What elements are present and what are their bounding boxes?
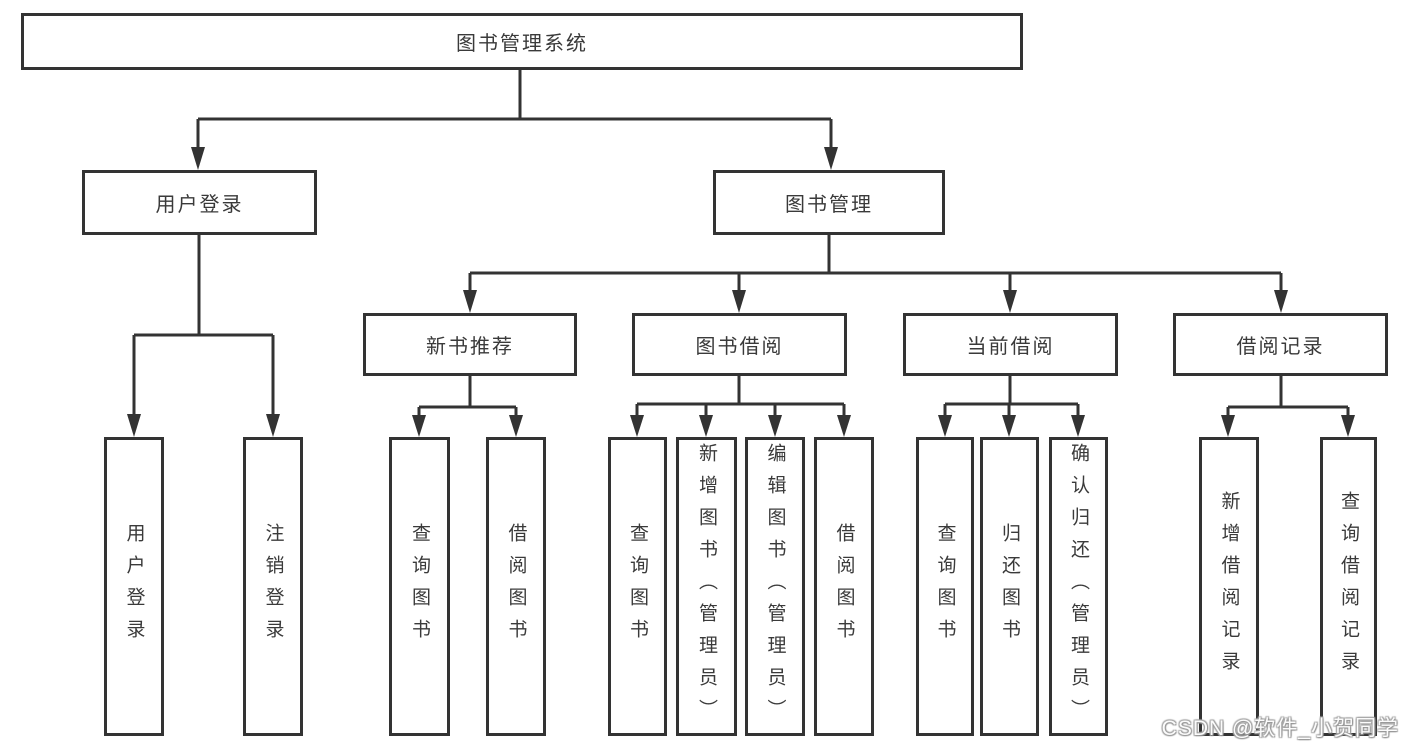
node-label: 编辑图书（管理员） xyxy=(764,442,786,731)
node-library-management-system: 图书管理系统 xyxy=(21,13,1023,70)
node-label: 用户登录 xyxy=(123,522,145,651)
leaf-add-books-admin: 新增图书（管理员） xyxy=(676,437,737,736)
csdn-watermark: CSDN @软件_小贺同学 xyxy=(1161,717,1399,740)
leaf-logout: 注销登录 xyxy=(243,437,303,736)
node-label: 图书管理系统 xyxy=(456,33,588,55)
node-label: 查询借阅记录 xyxy=(1338,490,1359,683)
node-new-book-recommendation: 新书推荐 xyxy=(363,313,577,376)
node-user-login: 用户登录 xyxy=(82,170,317,235)
node-label: 新增借阅记录 xyxy=(1218,490,1240,683)
node-label: 确认归还（管理员） xyxy=(1068,442,1089,731)
leaf-edit-books-admin: 编辑图书（管理员） xyxy=(745,437,805,736)
node-label: 新增图书（管理员） xyxy=(696,442,717,731)
node-label: 当前借阅 xyxy=(966,336,1055,358)
node-label: 注销登录 xyxy=(262,522,284,651)
node-book-management: 图书管理 xyxy=(713,170,945,235)
node-label: 新书推荐 xyxy=(426,336,514,358)
node-label: 查询图书 xyxy=(627,522,648,651)
node-current-borrowing: 当前借阅 xyxy=(903,313,1118,376)
node-book-borrowing: 图书借阅 xyxy=(632,313,847,376)
leaf-query-books-current: 查询图书 xyxy=(916,437,974,736)
node-label: 查询图书 xyxy=(409,522,430,651)
leaf-query-books-recommend: 查询图书 xyxy=(389,437,450,736)
leaf-add-borrow-record: 新增借阅记录 xyxy=(1199,437,1259,736)
node-label: 用户登录 xyxy=(155,194,244,216)
leaf-user-login: 用户登录 xyxy=(104,437,164,736)
node-borrowing-records: 借阅记录 xyxy=(1173,313,1388,376)
node-label: 借阅记录 xyxy=(1236,336,1325,358)
node-label: 借阅图书 xyxy=(833,522,855,651)
leaf-confirm-return-admin: 确认归还（管理员） xyxy=(1049,437,1108,736)
leaf-borrow-books: 借阅图书 xyxy=(814,437,874,736)
leaf-query-borrow-record: 查询借阅记录 xyxy=(1320,437,1377,736)
node-label: 图书借阅 xyxy=(695,336,784,358)
leaf-return-books: 归还图书 xyxy=(980,437,1039,736)
node-label: 图书管理 xyxy=(785,194,873,216)
leaf-query-books-borrowing: 查询图书 xyxy=(608,437,667,736)
node-label: 查询图书 xyxy=(934,522,956,651)
node-label: 归还图书 xyxy=(999,522,1020,651)
node-label: 借阅图书 xyxy=(505,522,527,651)
leaf-borrow-books-recommend: 借阅图书 xyxy=(486,437,546,736)
